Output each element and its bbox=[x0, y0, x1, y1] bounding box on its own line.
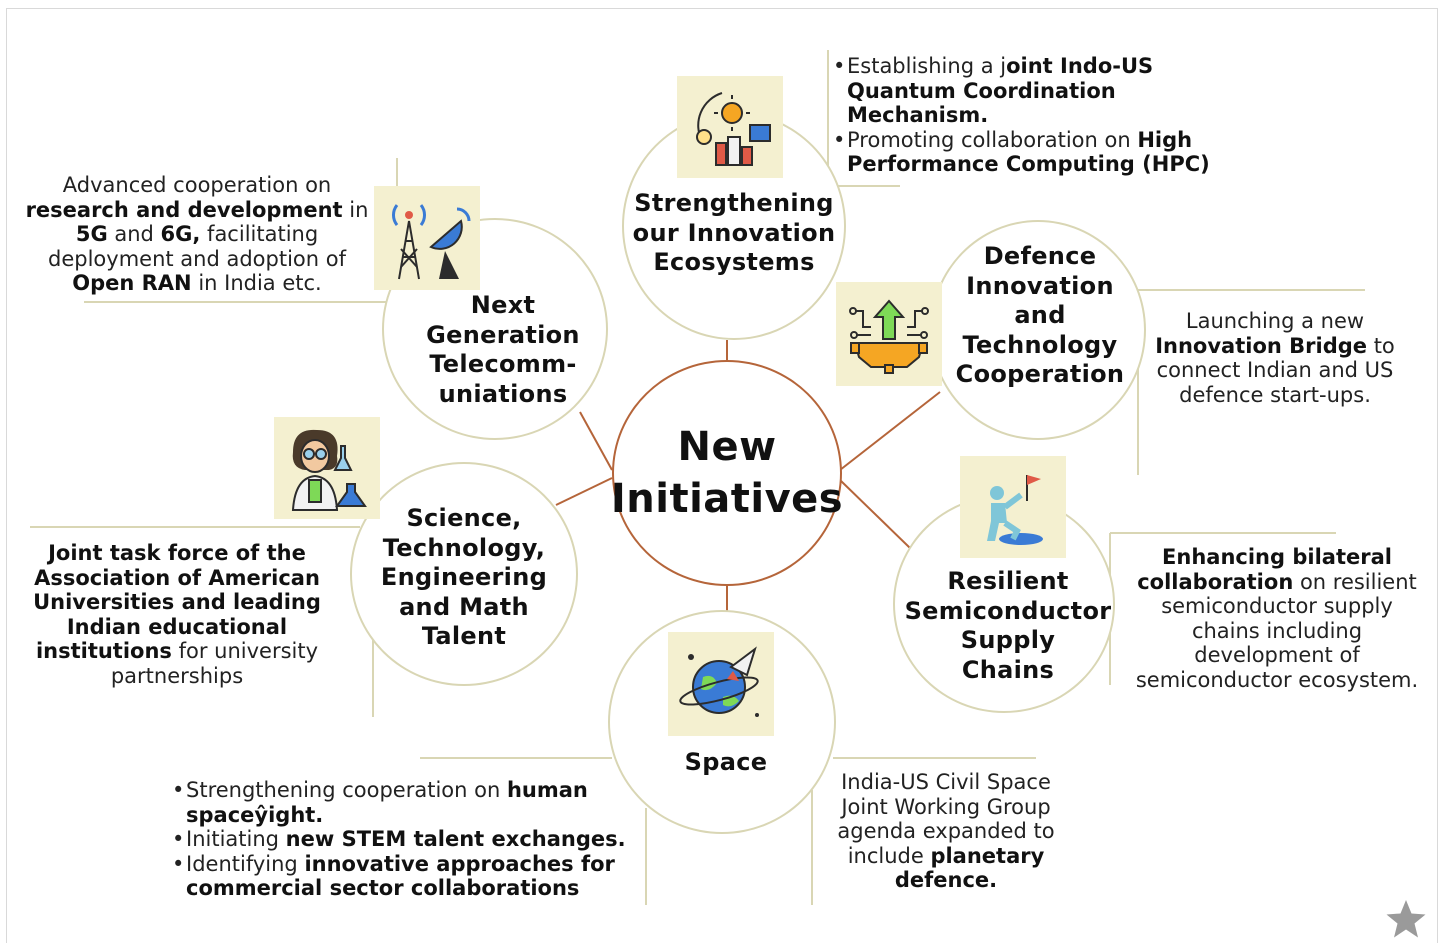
space-title: Space bbox=[684, 748, 768, 776]
innovation-bullet-1: Establishing a joint Indo-US Quantum Coo… bbox=[833, 54, 1253, 128]
telecom-description: Advanced cooperation on research and dev… bbox=[25, 173, 369, 295]
space-bullets: Strengthening cooperation on human space… bbox=[172, 778, 642, 901]
innovation-title: Strengthening our Innovation Ecosystems bbox=[632, 189, 836, 276]
space-description: India-US Civil Space Joint Working Group… bbox=[837, 770, 1055, 892]
center-circle: New Initiatives bbox=[610, 360, 844, 586]
telecom-tower-icon bbox=[374, 186, 480, 290]
defence-circle bbox=[930, 220, 1146, 440]
center-title-line1: New bbox=[677, 424, 777, 470]
semiconductor-title: Resilient Semiconductor Supply Chains bbox=[904, 567, 1112, 684]
stem-title: Science, Technology, Engineering and Mat… bbox=[380, 504, 548, 650]
connector-stem bbox=[555, 477, 613, 506]
innovation-circle bbox=[622, 112, 846, 340]
defence-title: Defence Innovation and Technology Cooper… bbox=[955, 242, 1125, 388]
stem-description: Joint task force of the Association of A… bbox=[33, 541, 321, 688]
semiconductor-description: Enhancing bilateral collaboration on res… bbox=[1135, 545, 1419, 692]
innovation-ecosystem-icon bbox=[677, 76, 783, 178]
defence-description: Launching a new Innovation Bridge to con… bbox=[1155, 309, 1395, 407]
space-bullet-2: Initiating new STEM talent exchanges. bbox=[172, 827, 642, 852]
innovation-description: Establishing a joint Indo-US Quantum Coo… bbox=[833, 54, 1253, 177]
connector-telecom bbox=[579, 411, 613, 471]
telecom-title: Next Generation Telecomm- uniations bbox=[426, 291, 580, 408]
center-connectors bbox=[555, 340, 941, 612]
connector-defence bbox=[839, 391, 941, 471]
connector-semiconductor bbox=[839, 479, 911, 549]
innovation-bullet-2: Promoting collaboration on High Performa… bbox=[833, 128, 1253, 177]
center-title-line2: Initiatives bbox=[610, 476, 844, 522]
climber-flag-icon bbox=[960, 456, 1066, 558]
stem-circle bbox=[350, 462, 578, 686]
slide-frame bbox=[6, 8, 1438, 943]
star-icon[interactable] bbox=[1385, 898, 1427, 940]
space-bullet-1: Strengthening cooperation on human space… bbox=[172, 778, 642, 827]
space-bullet-3: Identifying innovative approaches for co… bbox=[172, 852, 642, 901]
defence-gear-icon bbox=[836, 282, 942, 386]
scientist-icon bbox=[274, 417, 380, 519]
planet-rocket-icon bbox=[668, 632, 774, 736]
